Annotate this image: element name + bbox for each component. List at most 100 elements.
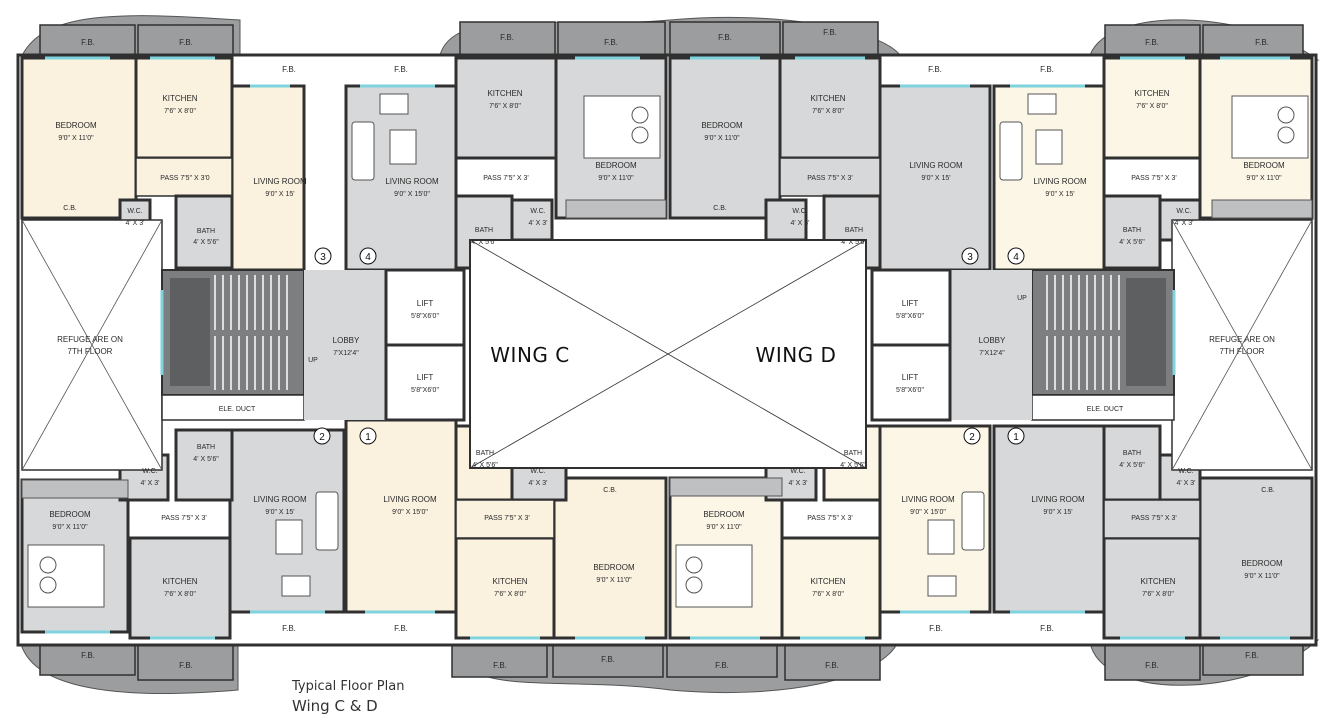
refuge-label: 7TH FLOOR xyxy=(68,347,113,356)
kitchen-size: 7'6" X 8'0" xyxy=(812,108,844,115)
windows xyxy=(45,56,1290,640)
flat-number-1: 1 xyxy=(1013,432,1019,443)
bedroom-label: BEDROOM xyxy=(703,510,745,519)
bath-size: 4' X 5'6" xyxy=(841,239,867,246)
kitchen-size: 7'6" X 8'0" xyxy=(1136,103,1168,110)
wc-label: W.C. xyxy=(530,208,545,215)
living-room-label: LIVING ROOM xyxy=(901,495,955,504)
bath-label: BATH xyxy=(1123,450,1141,457)
wc-label: W.C. xyxy=(142,468,157,475)
cb-label: C.B. xyxy=(713,205,727,212)
flat-number-4: 4 xyxy=(1013,252,1019,263)
lobby-size: 7'X12'4" xyxy=(979,350,1005,357)
fb-label: F.B. xyxy=(179,661,193,670)
living-room-size: 9'0" X 15'0" xyxy=(392,509,428,516)
kitchen-label: KITCHEN xyxy=(810,94,845,103)
bedroom-size: 9'0" X 11'0" xyxy=(598,175,634,182)
fb-label: F.B. xyxy=(604,38,618,47)
wc-size: 4' X 3' xyxy=(140,480,159,487)
lift-label: LIFT xyxy=(902,299,919,308)
fb-label: F.B. xyxy=(715,661,729,670)
wing-d-label: WING D xyxy=(756,343,837,367)
stair-up-label: UP xyxy=(1017,295,1027,302)
kitchen-size: 7'6" X 8'0" xyxy=(164,591,196,598)
bath-size: 4' X 5'6" xyxy=(471,239,497,246)
fb-label: F.B. xyxy=(928,65,942,74)
bath-label: BATH xyxy=(476,450,494,457)
lift-label: LIFT xyxy=(417,373,434,382)
cb-label: C.B. xyxy=(1261,487,1275,494)
kitchen-size: 7'6" X 8'0" xyxy=(164,108,196,115)
caption-line-2: Wing C & D xyxy=(292,697,378,715)
flat-number-2: 2 xyxy=(319,432,325,443)
fb-label: F.B. xyxy=(1040,624,1054,633)
bath-label: BATH xyxy=(1123,227,1141,234)
bedroom-size: 9'0" X 11'0" xyxy=(706,524,742,531)
flat-number-3: 3 xyxy=(967,252,973,263)
pass-label: PASS 7'5" X 3' xyxy=(484,515,530,522)
bed-pillow-icon xyxy=(631,106,649,124)
kitchen-label: KITCHEN xyxy=(1140,577,1175,586)
lift-size: 5'8"X6'0" xyxy=(411,313,439,320)
fb-label: F.B. xyxy=(81,651,95,660)
wc-size: 4' X 3' xyxy=(1174,220,1193,227)
living-room-label: LIVING ROOM xyxy=(253,495,307,504)
refuge-label: REFUGE ARE ON xyxy=(57,335,123,344)
wc-size: 4' X 3' xyxy=(125,220,144,227)
flat-numbers: 3 4 3 4 2 1 2 1 xyxy=(313,247,1025,445)
lift-size: 5'8"X6'0" xyxy=(896,387,924,394)
fb-label: F.B. xyxy=(1255,38,1269,47)
bedroom-label: BEDROOM xyxy=(595,161,637,170)
wc-label: W.C. xyxy=(127,208,142,215)
living-room-size: 9'0" X 15' xyxy=(1045,191,1074,198)
fb-label: F.B. xyxy=(929,624,943,633)
flat-number-1: 1 xyxy=(365,432,371,443)
living-room-label: LIVING ROOM xyxy=(385,177,439,186)
pass-label: PASS 7'5" X 3' xyxy=(807,515,853,522)
flat-number-2: 2 xyxy=(969,432,975,443)
bedroom-label: BEDROOM xyxy=(49,510,91,519)
living-room-size: 9'0" X 15'0" xyxy=(394,191,430,198)
kitchen-label: KITCHEN xyxy=(162,577,197,586)
wc-size: 4' X 3' xyxy=(790,220,809,227)
bath-label: BATH xyxy=(197,444,215,451)
bedroom-size: 9'0" X 11'0" xyxy=(1246,175,1282,182)
wc-label: W.C. xyxy=(790,468,805,475)
bedroom-label: BEDROOM xyxy=(1243,161,1285,170)
lobby-size: 7'X12'4" xyxy=(333,350,359,357)
bath-size: 4' X 5'6" xyxy=(193,456,219,463)
bath-label: BATH xyxy=(845,227,863,234)
caption-line-1: Typical Floor Plan xyxy=(292,679,405,694)
fb-label: F.B. xyxy=(718,33,732,42)
fb-label: F.B. xyxy=(1245,651,1259,660)
living-room-label: LIVING ROOM xyxy=(383,495,437,504)
fb-label: F.B. xyxy=(493,661,507,670)
cb-label: C.B. xyxy=(603,487,617,494)
bath-size: 4' X 5'6" xyxy=(840,462,866,469)
pass-label: PASS 7'5" X 3'0 xyxy=(160,175,209,182)
fb-label: F.B. xyxy=(282,624,296,633)
fb-label: F.B. xyxy=(825,661,839,670)
lift-label: LIFT xyxy=(902,373,919,382)
pass-label: PASS 7'5" X 3' xyxy=(483,175,529,182)
kitchen-label: KITCHEN xyxy=(487,89,522,98)
fb-label: F.B. xyxy=(823,28,837,37)
bath-label: BATH xyxy=(197,228,215,235)
kitchen-size: 7'6" X 8'0" xyxy=(494,591,526,598)
refuge-label: 7TH FLOOR xyxy=(1220,347,1265,356)
bedroom-size: 9'0" X 11'0" xyxy=(596,577,632,584)
lift-label: LIFT xyxy=(417,299,434,308)
fb-label: F.B. xyxy=(282,65,296,74)
fb-labels: F.B. F.B. F.B. F.B. F.B. F.B. F.B. F.B. … xyxy=(81,28,1269,670)
fb-label: F.B. xyxy=(500,33,514,42)
bedroom-label: BEDROOM xyxy=(1241,559,1283,568)
living-room-size: 9'0" X 15' xyxy=(1043,509,1072,516)
bedroom-label: BEDROOM xyxy=(55,121,97,130)
kitchen-label: KITCHEN xyxy=(810,577,845,586)
fb-label: F.B. xyxy=(394,65,408,74)
wc-size: 4' X 3' xyxy=(788,480,807,487)
fb-label: F.B. xyxy=(601,655,615,664)
flat-number-4: 4 xyxy=(365,252,371,263)
fb-label: F.B. xyxy=(1145,38,1159,47)
lift-size: 5'8"X6'0" xyxy=(896,313,924,320)
